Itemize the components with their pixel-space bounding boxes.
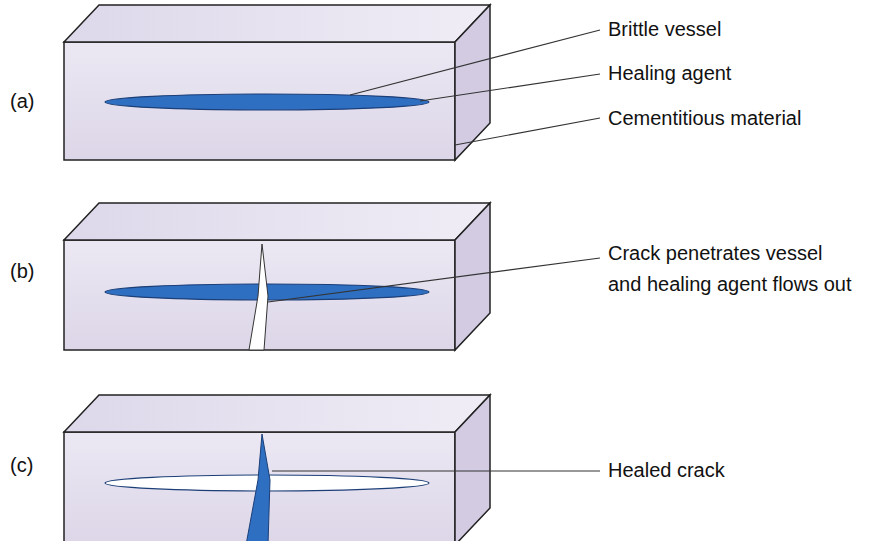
panel-letter: (a) <box>10 86 60 117</box>
part-label: Brittle vessel <box>608 14 868 45</box>
specimen-b <box>64 203 490 350</box>
part-label: Healed crack <box>608 455 868 486</box>
part-label: Cementitious material <box>608 103 878 134</box>
part-label: Crack penetrates vessel and healing agen… <box>608 238 858 300</box>
panel-letter: (c) <box>10 450 60 481</box>
part-label: Healing agent <box>608 58 868 89</box>
specimen-c <box>64 395 490 541</box>
panel-letter: (b) <box>10 256 60 287</box>
leader-lines <box>268 30 600 471</box>
specimen-a <box>64 5 490 160</box>
